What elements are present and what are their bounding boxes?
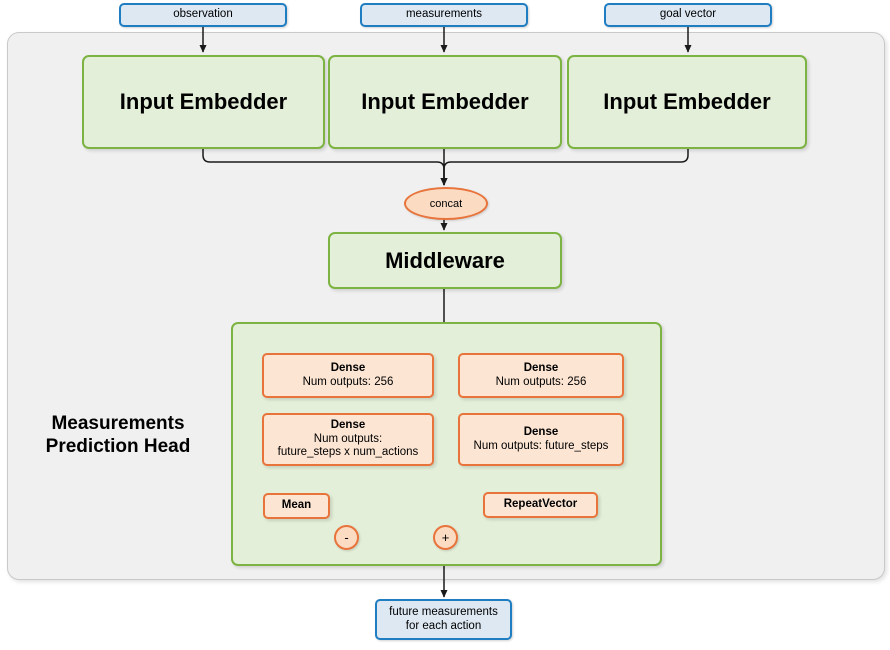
caption-line-2: Prediction Head [45, 436, 191, 458]
caption-line-1: Measurements [51, 413, 185, 434]
module-middleware[interactable]: Middleware [328, 232, 562, 289]
right-dense-fs-title: Dense [523, 425, 559, 438]
input-goal-vector-label: goal vector [659, 8, 717, 21]
module-input-embedder-2[interactable]: Input Embedder [328, 55, 562, 149]
left-dense-256-title: Dense [330, 361, 366, 374]
subtract-symbol: - [344, 530, 349, 545]
output-line-1: future measurements [389, 605, 498, 618]
right-dense-256[interactable]: Dense Num outputs: 256 [458, 353, 624, 398]
input-measurements[interactable]: measurements [360, 3, 528, 27]
input-goal-vector[interactable]: goal vector [604, 3, 772, 27]
middleware-label: Middleware [385, 247, 505, 273]
left-dense-future-steps-actions[interactable]: Dense Num outputs: future_steps x num_ac… [262, 413, 434, 466]
module-input-embedder-3[interactable]: Input Embedder [567, 55, 807, 149]
op-subtract[interactable]: - [334, 525, 359, 550]
left-dense-actions-detail-2: future_steps x num_actions [277, 446, 419, 459]
left-dense-256-detail: Num outputs: 256 [302, 375, 394, 388]
input-embedder-3-label: Input Embedder [603, 89, 771, 115]
measurements-prediction-head-caption: Measurements Prediction Head [18, 412, 218, 458]
right-dense-future-steps[interactable]: Dense Num outputs: future_steps [458, 413, 624, 466]
input-measurements-label: measurements [405, 8, 483, 21]
output-line-2: for each action [405, 619, 482, 632]
module-input-embedder-1[interactable]: Input Embedder [82, 55, 325, 149]
left-dense-actions-detail-1: Num outputs: [313, 432, 383, 445]
right-dense-256-title: Dense [523, 361, 559, 374]
repeat-vector-label: RepeatVector [503, 498, 578, 511]
input-embedder-2-label: Input Embedder [361, 89, 529, 115]
op-mean[interactable]: Mean [263, 493, 330, 519]
left-dense-actions-title: Dense [330, 419, 366, 432]
add-symbol: + [441, 530, 450, 545]
input-observation[interactable]: observation [119, 3, 287, 27]
concat-label: concat [429, 197, 463, 210]
input-embedder-1-label: Input Embedder [119, 89, 288, 115]
op-repeat-vector[interactable]: RepeatVector [483, 492, 598, 518]
op-add[interactable]: + [433, 525, 458, 550]
op-concat[interactable]: concat [404, 187, 488, 220]
right-dense-fs-detail: Num outputs: future_steps [473, 439, 609, 452]
mean-label: Mean [281, 499, 312, 512]
right-dense-256-detail: Num outputs: 256 [495, 375, 587, 388]
input-observation-label: observation [173, 8, 233, 21]
output-future-measurements[interactable]: future measurements for each action [375, 599, 512, 640]
left-dense-256[interactable]: Dense Num outputs: 256 [262, 353, 434, 398]
